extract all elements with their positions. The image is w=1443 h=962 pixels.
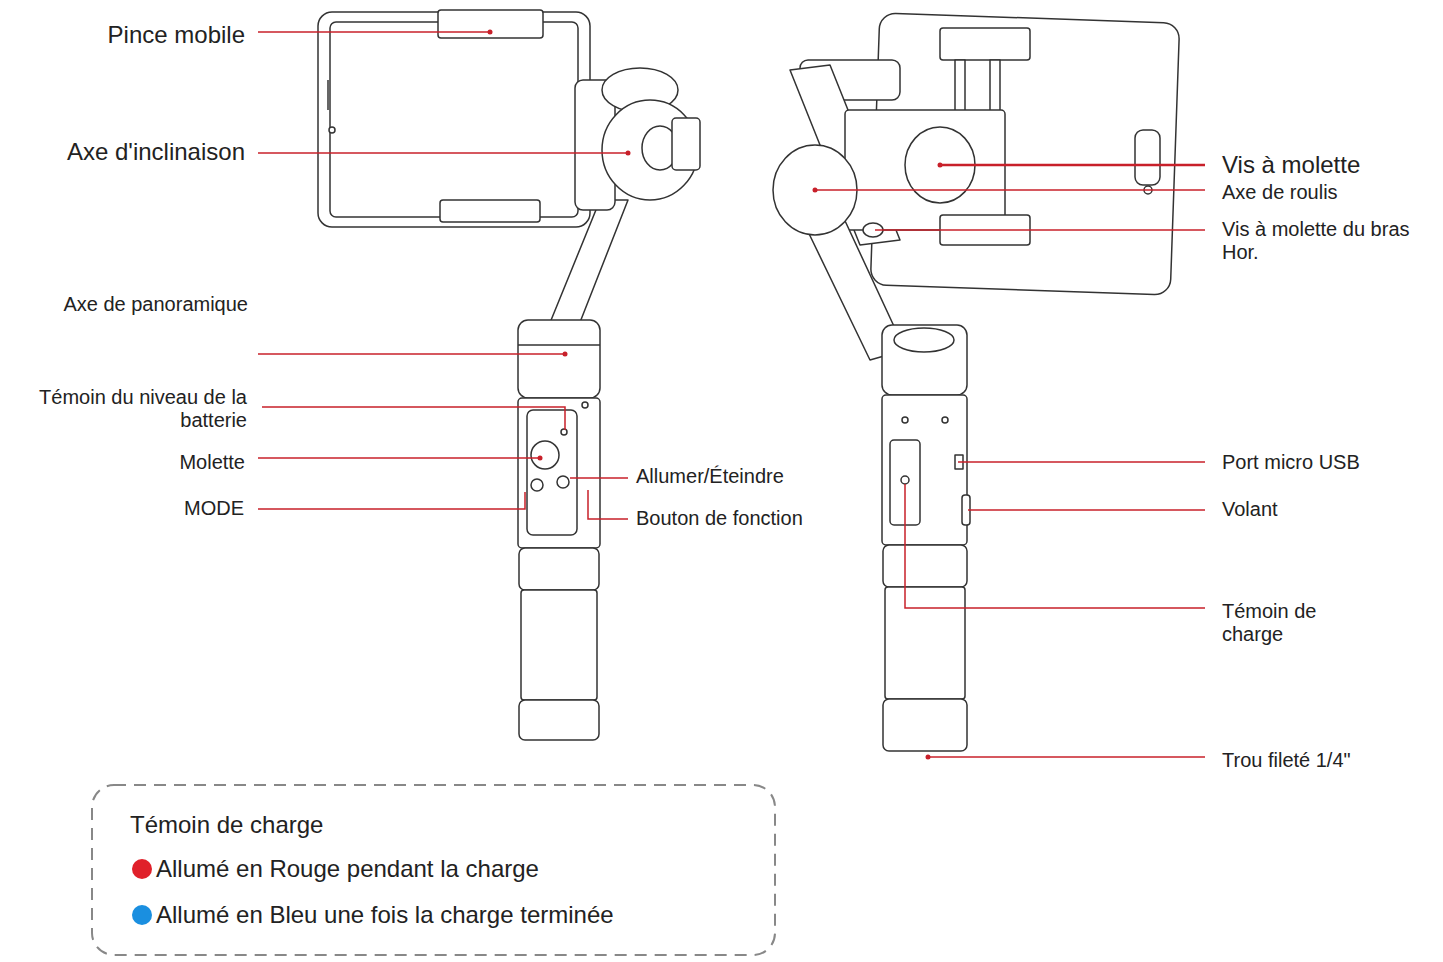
leader-dots [488, 30, 943, 760]
control-panel [527, 410, 577, 535]
charge-led [901, 476, 909, 484]
part-label: Axe d'inclinaison [67, 138, 245, 166]
leader-lines [258, 32, 1205, 757]
legend-text: Allumé en Bleu une fois la charge termin… [156, 901, 614, 929]
part-label: Témoin de charge [1222, 600, 1352, 646]
legend-swatch [132, 905, 152, 925]
handle [882, 395, 967, 545]
legend-swatch [132, 859, 152, 879]
part-label: Volant [1222, 498, 1278, 521]
part-label: Témoin du niveau de la batterie [7, 386, 247, 432]
legend-text: Allumé en Rouge pendant la charge [156, 855, 539, 883]
phone-clamp [940, 28, 1030, 60]
legend-row: Allumé en Rouge pendant la charge [132, 855, 539, 883]
pan-motor [518, 320, 600, 398]
part-label: Bouton de fonction [636, 507, 803, 530]
part-label: Trou fileté 1/4" [1222, 749, 1351, 772]
legend-row: Allumé en Bleu une fois la charge termin… [132, 901, 614, 929]
phone [870, 13, 1179, 295]
joystick [531, 441, 559, 469]
part-label: Vis à molette du bras Hor. [1222, 218, 1438, 264]
part-label: Allumer/Éteindre [636, 465, 784, 488]
part-label: Vis à molette [1222, 151, 1360, 179]
legend-title: Témoin de charge [130, 811, 323, 839]
part-label: Molette [179, 451, 245, 474]
part-label: Pince mobile [108, 21, 245, 49]
part-label: Port micro USB [1222, 451, 1360, 474]
legend-frame [92, 785, 775, 955]
handle [518, 398, 600, 548]
part-label: Axe de roulis [1222, 181, 1338, 204]
legend-box: Témoin de chargeAllumé en Rouge pendant … [92, 785, 775, 955]
part-label: MODE [184, 497, 244, 520]
phone [318, 12, 590, 227]
gimbal-arm [545, 200, 628, 335]
part-label: Axe de panoramique [63, 293, 248, 316]
phone-clamp [438, 10, 543, 38]
